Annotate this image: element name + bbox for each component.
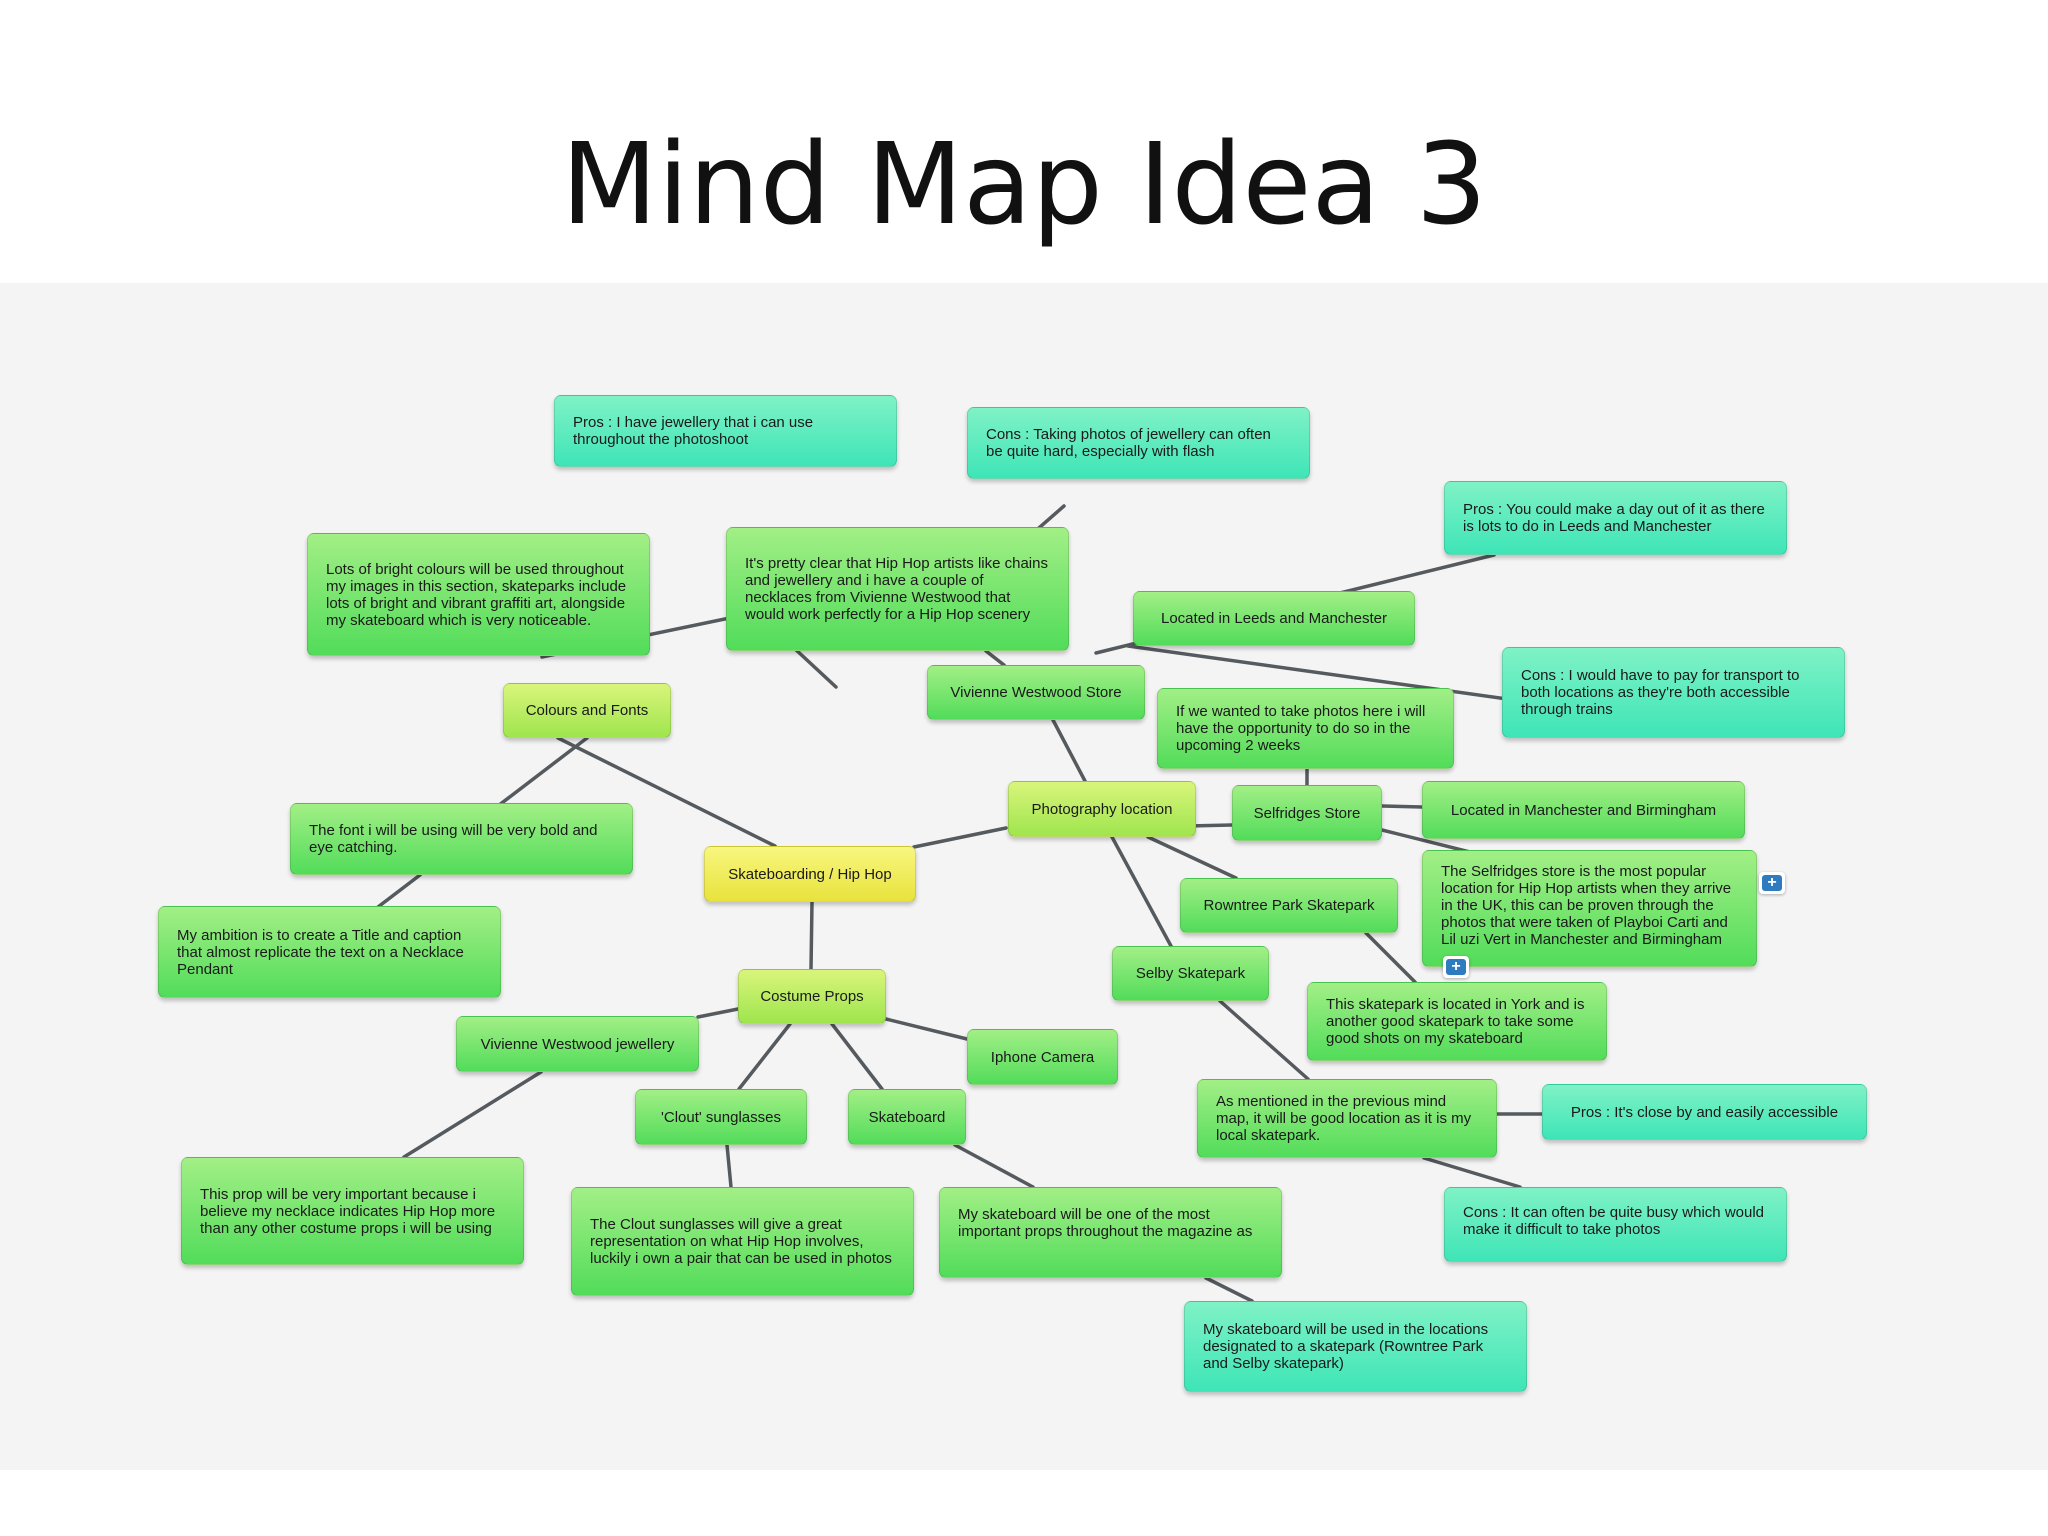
node-hiphop-chains[interactable]: It's pretty clear that Hip Hop artists l… [726,527,1069,651]
node-ambition[interactable]: My ambition is to create a Title and cap… [158,906,501,998]
connector-line [402,1070,543,1159]
node-leeds-manchester[interactable]: Located in Leeds and Manchester [1133,591,1415,646]
node-vw-jewellery[interactable]: Vivienne Westwood jewellery [456,1016,699,1072]
connector-line [1380,804,1424,809]
node-selby-skatepark[interactable]: Selby Skatepark [1112,946,1269,1001]
node-colours-and-fonts[interactable]: Colours and Fonts [503,683,671,738]
node-skateboard-important[interactable]: My skateboard will be one of the most im… [939,1187,1282,1278]
node-clout-sunglasses[interactable]: 'Clout' sunglasses [635,1089,807,1145]
node-skateboarding-hip-hop[interactable]: Skateboarding / Hip Hop [704,846,916,902]
connector-line [737,1022,792,1091]
node-pros-close[interactable]: Pros : It's close by and easily accessib… [1542,1084,1867,1140]
connector-line [809,900,814,971]
connector-line [1422,1156,1522,1189]
connector-line [912,826,1008,849]
connector-line [488,736,589,814]
connector-line [953,1143,1035,1189]
plus-icon[interactable] [1759,872,1785,894]
node-costume-props[interactable]: Costume Props [738,969,886,1024]
node-bright-colours[interactable]: Lots of bright colours will be used thro… [307,533,650,656]
connector-line [556,736,777,848]
node-york-skatepark[interactable]: This skatepark is located in York and is… [1307,982,1607,1061]
node-pros-jewellery[interactable]: Pros : I have jewellery that i can use t… [554,395,897,467]
node-local-skatepark[interactable]: As mentioned in the previous mind map, i… [1197,1079,1497,1158]
node-cons-transport[interactable]: Cons : I would have to pay for transport… [1502,647,1845,738]
node-skateboard-locations[interactable]: My skateboard will be used in the locati… [1184,1301,1527,1392]
slide-title: Mind Map Idea 3 [561,120,1487,250]
node-photos-here[interactable]: If we wanted to take photos here i will … [1157,688,1454,769]
connector-line [1110,835,1173,948]
connector-line [984,649,1006,667]
connector-line [1126,644,1566,709]
node-rowntree-park[interactable]: Rowntree Park Skatepark [1180,878,1398,933]
connector-line [1218,999,1310,1081]
node-photography-location[interactable]: Photography location [1008,781,1196,837]
node-vivienne-westwood-store[interactable]: Vivienne Westwood Store [927,665,1145,720]
node-manchester-birmingham[interactable]: Located in Manchester and Birmingham [1422,781,1745,839]
connector-line [1051,718,1087,783]
node-skateboard[interactable]: Skateboard [848,1089,966,1145]
node-font-bold[interactable]: The font i will be using will be very bo… [290,803,633,875]
node-iphone-camera[interactable]: Iphone Camera [967,1029,1118,1085]
node-cons-busy[interactable]: Cons : It can often be quite busy which … [1444,1187,1787,1262]
connector-line [1364,931,1417,984]
connector-line [696,1007,740,1019]
node-necklace-important[interactable]: This prop will be very important because… [181,1157,524,1265]
connector-line [1146,835,1238,880]
connector-line [1204,1276,1254,1303]
connector-line [376,873,422,909]
mind-map-canvas[interactable]: Skateboarding / Hip Hop Colours and Font… [0,283,2048,1470]
connector-line [725,1143,733,1189]
node-clout-description[interactable]: The Clout sunglasses will give a great r… [571,1187,914,1296]
node-selfridges-popular[interactable]: The Selfridges store is the most popular… [1422,850,1757,967]
connector-line [830,1022,884,1091]
connector-line [884,1017,969,1041]
node-cons-jewellery[interactable]: Cons : Taking photos of jewellery can of… [967,407,1310,479]
node-pros-day-out[interactable]: Pros : You could make a day out of it as… [1444,481,1787,555]
plus-icon[interactable] [1443,956,1469,978]
node-selfridges-store[interactable]: Selfridges Store [1232,785,1382,841]
